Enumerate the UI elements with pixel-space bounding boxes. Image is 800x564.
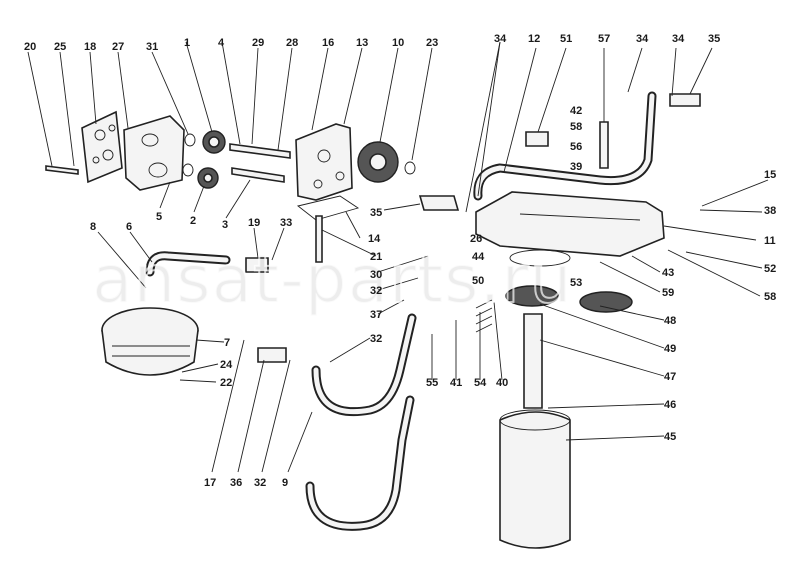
callout-label: 24 <box>220 359 233 371</box>
callout-label: 10 <box>392 37 404 49</box>
callout-label: 4 <box>218 37 225 49</box>
callout-label: 29 <box>252 37 264 49</box>
callout-label: 9 <box>282 477 288 489</box>
callout-label: 15 <box>764 169 776 181</box>
callout-label: 13 <box>356 37 368 49</box>
callout-label: 2 <box>190 215 196 227</box>
callout-label: 11 <box>764 235 776 247</box>
callout-label: 30 <box>370 269 382 281</box>
callout-label: 35 <box>708 33 720 45</box>
callout-label: 43 <box>662 267 674 279</box>
callout-label: 19 <box>248 217 260 229</box>
callout-label: 56 <box>570 141 582 153</box>
callout-label: 33 <box>280 217 292 229</box>
callout-label: 34 <box>636 33 649 45</box>
callout-label: 20 <box>24 41 36 53</box>
callout-label: 7 <box>224 337 230 349</box>
callout-label: 23 <box>426 37 438 49</box>
callout-label: 26 <box>470 233 482 245</box>
callout-label: 53 <box>570 277 582 289</box>
callout-label: 18 <box>84 41 96 53</box>
callout-label: 47 <box>664 371 676 383</box>
callout-label: 36 <box>230 477 242 489</box>
leader-lines <box>27 41 769 473</box>
callout-label: 59 <box>662 287 674 299</box>
callout-label: 32 <box>254 477 266 489</box>
callout-label: 46 <box>664 399 676 411</box>
callout-label: 28 <box>286 37 298 49</box>
callout-label: 5 <box>156 211 162 223</box>
callout-label: 17 <box>204 477 216 489</box>
callout-label: 52 <box>764 263 776 275</box>
callout-label: 35 <box>370 207 382 219</box>
callout-label: 34 <box>494 33 507 45</box>
callout-label: 51 <box>560 33 572 45</box>
callout-label: 44 <box>472 251 485 263</box>
callout-label: 45 <box>664 431 676 443</box>
callout-label: 32 <box>370 333 382 345</box>
callout-label: 39 <box>570 161 582 173</box>
callout-label: 55 <box>426 377 438 389</box>
callout-label: 31 <box>146 41 158 53</box>
callout-labels: 20 25 18 27 31 1 4 29 28 16 13 10 23 34 … <box>24 33 776 489</box>
callout-label: 32 <box>370 285 382 297</box>
callout-label: 25 <box>54 41 66 53</box>
callout-label: 42 <box>570 105 582 117</box>
callout-label: 58 <box>570 121 582 133</box>
callout-label: 49 <box>664 343 676 355</box>
callout-label: 37 <box>370 309 382 321</box>
callout-label: 50 <box>472 275 484 287</box>
callout-label: 22 <box>220 377 232 389</box>
callout-label: 38 <box>764 205 776 217</box>
callout-label: 12 <box>528 33 540 45</box>
callout-label: 54 <box>474 377 487 389</box>
callout-label: 3 <box>222 219 228 231</box>
callout-label: 8 <box>90 221 96 233</box>
callout-label: 14 <box>368 233 381 245</box>
callout-label: 48 <box>664 315 676 327</box>
callout-label: 58 <box>764 291 776 303</box>
callout-label: 16 <box>322 37 334 49</box>
watermark-text: ansat-parts.ru <box>92 241 572 318</box>
callout-label: 1 <box>184 37 190 49</box>
callout-label: 34 <box>672 33 685 45</box>
callout-label: 21 <box>370 251 382 263</box>
callout-label: 41 <box>450 377 462 389</box>
callout-label: 27 <box>112 41 124 53</box>
callout-label: 57 <box>598 33 610 45</box>
parts-artwork <box>45 91 701 549</box>
callout-label: 40 <box>496 377 508 389</box>
callout-label: 6 <box>126 221 132 233</box>
